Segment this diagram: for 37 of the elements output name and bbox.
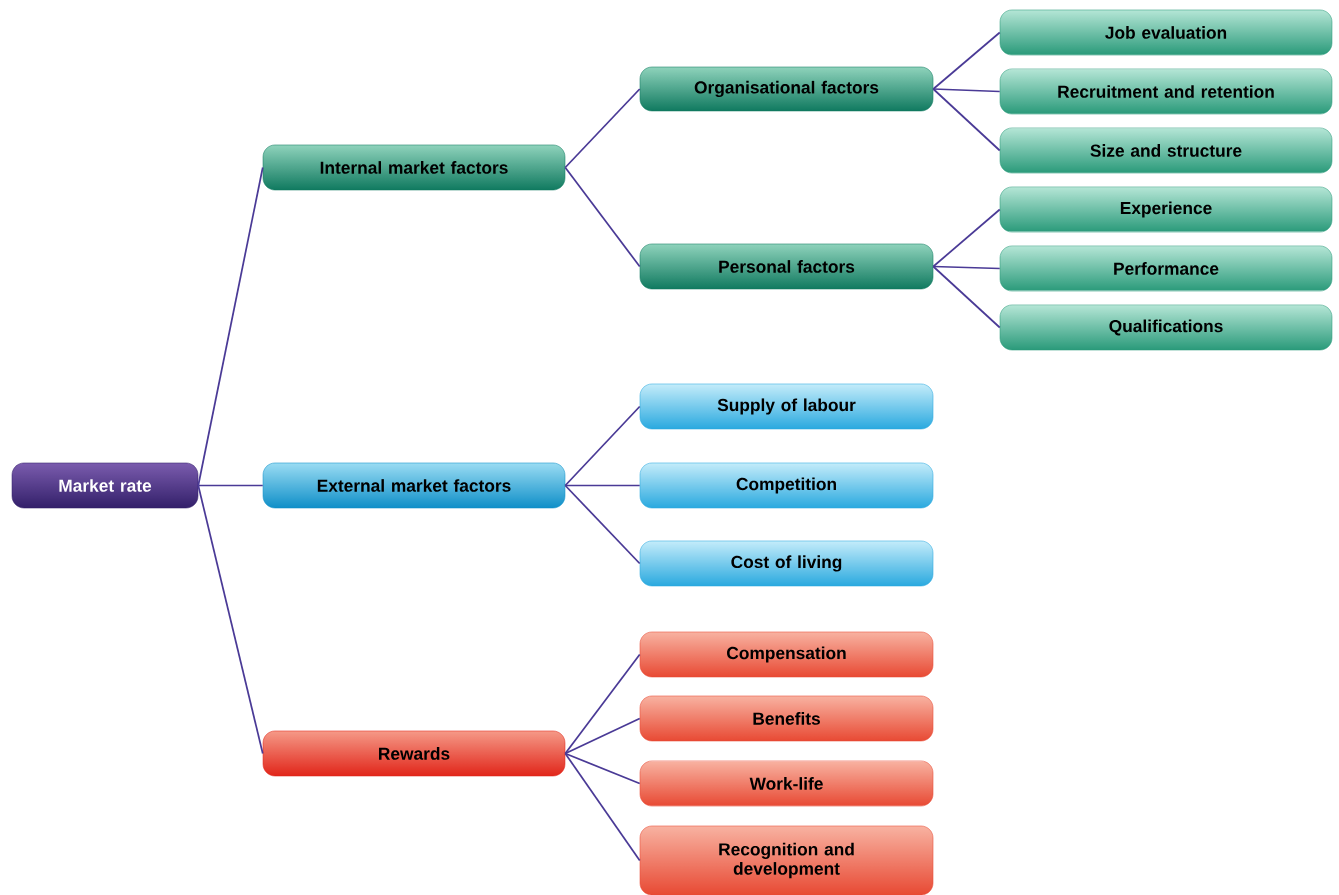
rounded-box: Rewards bbox=[262, 730, 566, 777]
connector-line bbox=[932, 31, 1001, 90]
rounded-box: Job evaluation bbox=[999, 9, 1333, 56]
connector-line bbox=[564, 717, 641, 755]
rounded-box: Compensation bbox=[639, 631, 934, 678]
rounded-box: Internal market factors bbox=[262, 144, 566, 191]
rounded-box: Market rate bbox=[11, 462, 199, 509]
rounded-box: Competition bbox=[639, 462, 934, 509]
connector-line bbox=[932, 265, 1001, 329]
rounded-box: Work-life bbox=[639, 760, 934, 807]
rounded-box: Supply of labour bbox=[639, 383, 934, 430]
connector-line bbox=[932, 88, 1001, 93]
connector-line bbox=[564, 484, 641, 565]
connector-line bbox=[197, 484, 264, 755]
rounded-box: Cost of living bbox=[639, 540, 934, 587]
rounded-box: Organisational factors bbox=[639, 66, 934, 112]
rounded-box: Recruitment and retention bbox=[999, 68, 1333, 115]
rounded-box: External market factors bbox=[262, 462, 566, 509]
connector-line bbox=[932, 88, 1001, 152]
connector-line bbox=[564, 166, 641, 268]
connector-line bbox=[564, 484, 641, 487]
connector-line bbox=[197, 166, 264, 487]
connector-line bbox=[564, 653, 641, 755]
rounded-box: Personal factors bbox=[639, 243, 934, 290]
connector-line bbox=[564, 405, 641, 487]
connector-line bbox=[564, 752, 641, 862]
connector-line bbox=[564, 88, 641, 169]
rounded-box: Size and structure bbox=[999, 127, 1333, 174]
connector-line bbox=[197, 484, 264, 487]
rounded-box: Experience bbox=[999, 186, 1333, 233]
connector-line bbox=[932, 265, 1001, 270]
connector-line bbox=[932, 208, 1001, 268]
rounded-box: Benefits bbox=[639, 695, 934, 742]
rounded-box: Performance bbox=[999, 245, 1333, 292]
rounded-box: Qualifications bbox=[999, 304, 1333, 351]
rounded-box: Recognition and development bbox=[639, 825, 934, 895]
connector-line bbox=[564, 752, 641, 785]
